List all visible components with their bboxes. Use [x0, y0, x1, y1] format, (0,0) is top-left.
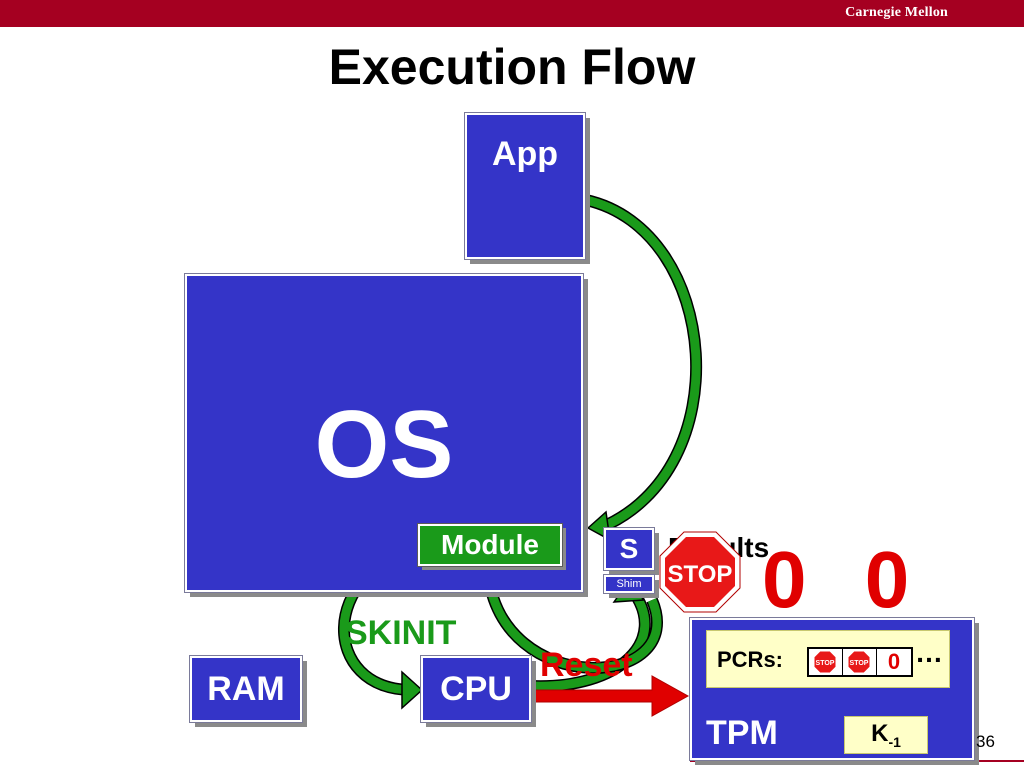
stop-sign-icon: STOP [659, 531, 741, 613]
module-box: Module [418, 524, 562, 566]
svg-text:STOP: STOP [850, 660, 869, 667]
cpu-box: CPU [421, 656, 531, 722]
mini-stop-icon: STOP [847, 650, 871, 674]
key-label: K [871, 720, 889, 747]
footer-rule [690, 760, 1024, 762]
app-label: App [491, 135, 559, 173]
brand-logo-text: Carnegie Mellon [845, 5, 948, 20]
skinit-label: SKINIT [345, 614, 457, 652]
ram-box: RAM [190, 656, 302, 722]
stop-sign-text: STOP [668, 561, 733, 588]
pcr-cell-value: 0 [887, 649, 901, 674]
mini-stop-icon: STOP [813, 650, 837, 674]
pcr-cell-1: STOP [809, 649, 843, 675]
pcr-cell-3: 0 [877, 649, 911, 675]
os-label: OS [314, 391, 454, 498]
app-box: App [465, 113, 585, 259]
tpm-label: TPM [706, 714, 778, 752]
s-box: S [604, 528, 654, 570]
slide-title: Execution Flow [328, 39, 696, 95]
module-to-cpu-arrowhead [401, 670, 424, 710]
pcrs-panel: PCRs: STOP STOP 0 … [706, 630, 950, 688]
pcr-cell-2: STOP [843, 649, 877, 675]
pcr-ellipsis: … [915, 637, 943, 668]
pcr-register-cells: STOP STOP 0 [807, 647, 913, 677]
page-number: 36 [976, 732, 995, 751]
reset-to-tpm-arrow [533, 675, 690, 717]
header-bar: Carnegie Mellon [0, 0, 1024, 27]
reset-label: Reset [540, 646, 633, 684]
svg-text:STOP: STOP [816, 660, 835, 667]
key-box: K-1 [844, 716, 928, 754]
pcrs-label: PCRs: [717, 647, 784, 672]
shim-box: Shim [604, 575, 654, 593]
tpm-box: PCRs: STOP STOP 0 … TPM K-1 [690, 618, 974, 760]
key-subscript: -1 [888, 733, 901, 750]
